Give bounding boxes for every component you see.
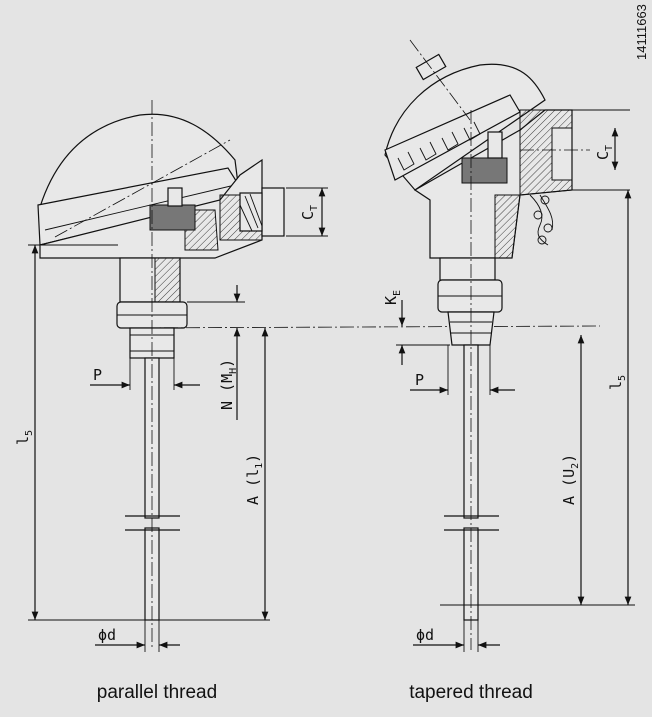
left-terminal-block xyxy=(149,204,196,231)
thread-reference-line xyxy=(119,325,601,329)
left-caption: parallel thread xyxy=(97,682,217,703)
right-p-label: P xyxy=(415,371,424,389)
right-a-u2-label: A (U2) xyxy=(560,454,581,505)
left-ct-label: CT xyxy=(299,205,320,220)
left-cable-gland xyxy=(261,187,285,237)
right-neck xyxy=(439,257,496,281)
right-thermometer xyxy=(384,39,590,650)
drawing-code: 14111663 xyxy=(634,4,649,60)
left-n-mh-label: N (MH) xyxy=(218,359,239,410)
right-phi-d-label: ϕd xyxy=(416,626,434,644)
left-thermometer xyxy=(37,100,285,650)
left-a-l1-label: A (l1) xyxy=(244,454,265,505)
left-p-label: P xyxy=(93,366,102,384)
left-dimensions: CT l5 P N (MH) A (l1) ϕd xyxy=(14,187,328,652)
right-l5-label: l5 xyxy=(607,375,628,390)
right-terminal-block xyxy=(461,157,508,184)
left-phi-d-label: ϕd xyxy=(98,626,116,644)
right-dimensions: CT KE P A (U2) l5 ϕd xyxy=(382,109,635,652)
right-caption: tapered thread xyxy=(409,682,533,703)
left-l5-label: l5 xyxy=(14,430,35,445)
right-ct-label: CT xyxy=(594,145,615,160)
right-ke-label: KE xyxy=(382,290,403,305)
